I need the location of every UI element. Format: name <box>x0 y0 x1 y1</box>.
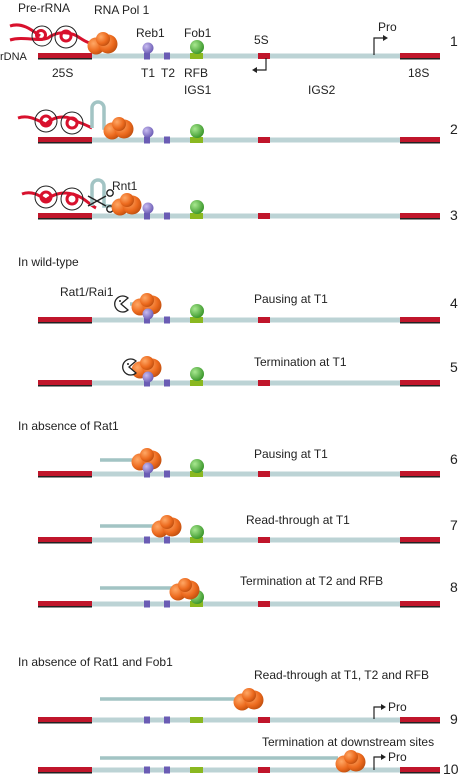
row-number: 9 <box>450 711 458 727</box>
row-caption: Read-through at T1 <box>246 513 350 527</box>
row-number: 6 <box>450 451 458 467</box>
fob1-protein <box>190 124 204 138</box>
five-s-arrow <box>254 58 267 71</box>
section-wild-type: In wild-type <box>18 255 79 269</box>
reb1-protein <box>142 462 154 474</box>
reb1-protein <box>142 42 154 54</box>
rna-pol1 <box>151 515 182 538</box>
row-caption: Termination at T1 <box>254 355 347 369</box>
promoter-arrow <box>373 37 386 55</box>
pro-label: Pro <box>388 750 407 764</box>
row-5: Termination at T1 5 <box>38 355 458 387</box>
row-number: 1 <box>450 33 458 49</box>
row-caption: Pausing at T1 <box>254 447 328 461</box>
rna-pol1 <box>169 578 200 601</box>
rna-pol1 <box>103 117 134 140</box>
pro-label: Pro <box>388 700 407 714</box>
pre-rrna-transcript <box>9 31 99 46</box>
row-caption: Termination at T2 and RFB <box>240 574 383 588</box>
scissors-icon <box>87 189 114 213</box>
row-number: 5 <box>450 359 458 375</box>
row-caption: Termination at downstream sites <box>262 735 434 749</box>
row-number: 2 <box>450 121 458 137</box>
rat1-rai1-label: Rat1/Rai1 <box>60 285 114 299</box>
rna-pol1 <box>335 750 366 773</box>
five-s-label: 5S <box>254 33 269 47</box>
row-number: 10 <box>443 761 459 777</box>
rat1-exonuclease-icon <box>122 358 137 376</box>
pro-label: Pro <box>378 20 397 34</box>
rrna-coil <box>31 25 53 47</box>
reb1-protein <box>142 308 154 320</box>
t2-label: T2 <box>161 66 175 80</box>
pre-rrna-transcript <box>21 191 97 210</box>
reb1-protein <box>142 126 154 138</box>
row-number: 8 <box>450 579 458 595</box>
row-number: 7 <box>450 517 458 533</box>
fob1-protein <box>190 200 204 214</box>
promoter-arrow <box>373 706 384 719</box>
row-7: Read-through at T1 7 <box>38 513 458 544</box>
rna-pol1-label: RNA Pol 1 <box>94 3 150 17</box>
fob1-protein <box>190 525 204 539</box>
rat1-exonuclease-icon <box>114 295 129 313</box>
rna-pol1 <box>233 688 264 711</box>
row-2: 2 <box>17 100 458 144</box>
rdna-label: rDNA <box>0 51 28 63</box>
t1-label: T1 <box>141 66 155 80</box>
igs1-label: IGS1 <box>184 83 212 97</box>
row-caption: Pausing at T1 <box>254 292 328 306</box>
reb1-protein <box>142 202 154 214</box>
section-absence-rat1-fob1: In absence of Rat1 and Fob1 <box>18 655 173 669</box>
reb1-protein <box>142 371 154 383</box>
row-1: rDNA Pre-rRNA RNA Pol 1 Reb1 Fob1 5S Pro… <box>0 1 458 97</box>
rnt1-label: Rnt1 <box>112 179 138 193</box>
row-number: 4 <box>450 295 458 311</box>
pre-rrna-transcript <box>17 115 93 130</box>
s25-label: 25S <box>52 66 73 80</box>
row-number: 3 <box>450 207 458 223</box>
rfb-label: RFB <box>184 66 208 80</box>
pre-rrna-label: Pre-rRNA <box>18 1 70 15</box>
row-6: Pausing at T1 6 <box>38 447 458 478</box>
fob1-label: Fob1 <box>184 26 212 40</box>
row-8: Termination at T2 and RFB 8 <box>38 574 458 608</box>
row-caption: Read-through at T1, T2 and RFB <box>254 668 429 682</box>
fob1-protein <box>190 40 204 54</box>
fob1-protein <box>190 459 204 473</box>
row-3: Rnt1 3 <box>21 178 458 223</box>
rna-pol1 <box>87 32 118 55</box>
reb1-label: Reb1 <box>136 26 165 40</box>
row-9: Pro Read-through at T1, T2 and RFB 9 <box>38 668 458 727</box>
fob1-protein <box>190 367 204 381</box>
igs2-label: IGS2 <box>308 83 336 97</box>
row-4: Rat1/Rai1 Pausing at T1 4 <box>38 285 458 324</box>
section-absence-rat1: In absence of Rat1 <box>18 419 119 433</box>
s18-label: 18S <box>408 66 429 80</box>
fob1-protein <box>190 304 204 318</box>
rnt1-hairpin <box>90 100 114 130</box>
row-10: Pro Termination at downstream sites 10 <box>38 735 459 777</box>
rnt1-hairpin <box>90 178 116 208</box>
rna-pol1 <box>111 193 142 216</box>
promoter-arrow <box>373 756 384 770</box>
